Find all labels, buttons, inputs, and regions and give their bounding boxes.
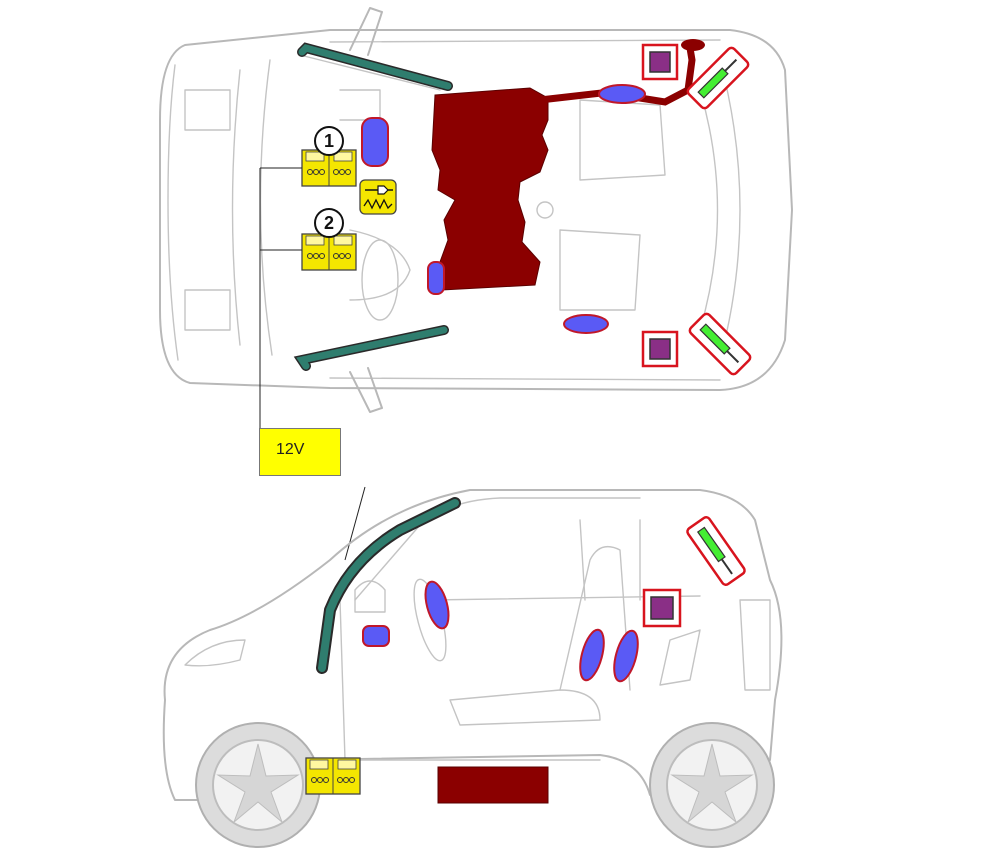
roll-bar-icon — [298, 44, 452, 90]
floor-unit — [431, 87, 549, 291]
cable-connector — [681, 39, 705, 51]
battery-icon — [305, 757, 361, 795]
airbag-icon — [424, 580, 450, 630]
airbag-icon — [563, 314, 609, 334]
wheel-icon — [649, 722, 775, 848]
roll-bar-icon — [318, 499, 459, 672]
battery-icon — [301, 233, 357, 271]
airbag-icon — [579, 628, 605, 682]
pretensioner-icon — [686, 46, 750, 110]
airbag-icon — [598, 84, 646, 104]
airbag-icon — [427, 261, 445, 295]
battery-icon — [301, 149, 357, 187]
airbag-icon — [613, 629, 639, 683]
pretensioner-icon — [688, 312, 752, 376]
leader-lines — [259, 167, 366, 561]
floor-unit — [437, 766, 549, 804]
sensor-icon — [649, 338, 671, 360]
pretensioner-icon — [686, 516, 746, 586]
battery-marker-2: 2 — [314, 208, 344, 238]
sensor-icon — [650, 596, 674, 620]
heater-resistor-icon — [359, 179, 397, 215]
roll-bar-icon — [296, 326, 448, 370]
sensor-icon — [649, 51, 671, 73]
airbag-icon — [362, 625, 390, 647]
battery-marker-1: 1 — [314, 126, 344, 156]
voltage-label: 12V — [259, 428, 341, 476]
wheel-icon — [195, 722, 321, 848]
airbag-icon — [361, 117, 389, 167]
